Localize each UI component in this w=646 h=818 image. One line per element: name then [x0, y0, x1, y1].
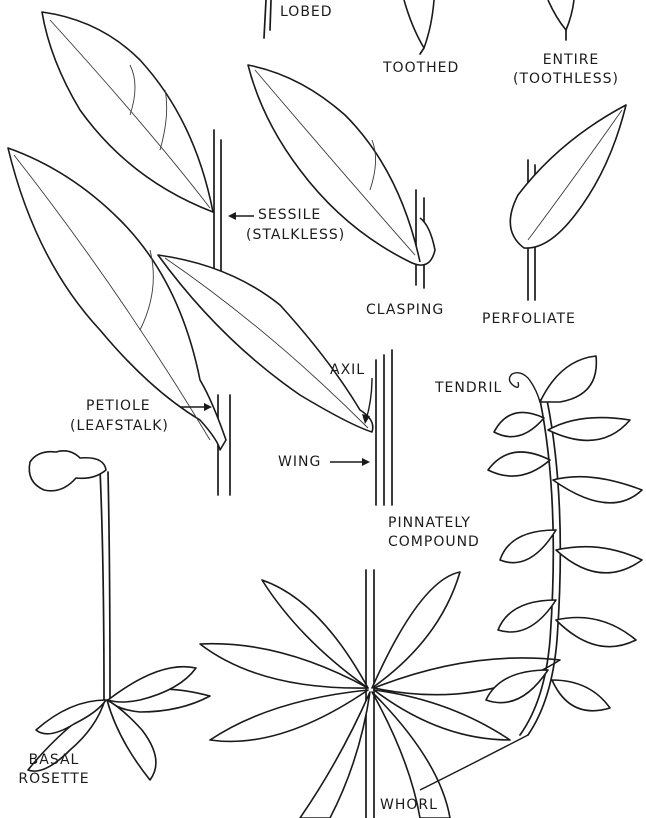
label-petiole: PETIOLE [86, 398, 151, 415]
label-wing: WING [278, 454, 321, 471]
label-toothless: (TOOTHLESS) [506, 71, 626, 88]
label-leafstalk: (LEAFSTALK) [70, 418, 169, 435]
label-clasping: CLASPING [366, 302, 444, 319]
label-rosette: ROSETTE [8, 771, 100, 788]
lobed-leaf-drawing [264, 0, 271, 38]
label-basal: BASAL [8, 752, 100, 769]
label-lobed: LOBED [280, 4, 333, 21]
clasping-leaf-drawing [248, 65, 435, 288]
label-toothed: TOOTHED [383, 60, 459, 77]
perfoliate-leaf-drawing [510, 105, 626, 300]
label-stalkless: (STALKLESS) [246, 227, 345, 244]
label-tendril: TENDRIL [435, 380, 502, 397]
label-perfoliate: PERFOLIATE [482, 311, 576, 328]
basal-rosette-drawing [28, 451, 210, 780]
label-compound: COMPOUND [388, 534, 480, 551]
toothed-leaf-drawing [404, 0, 434, 54]
entire-leaf-drawing [548, 0, 574, 40]
label-entire: ENTIRE [516, 52, 626, 69]
label-sessile: SESSILE [258, 207, 321, 224]
label-axil: AXIL [330, 362, 365, 379]
label-whorl: WHORL [380, 797, 438, 814]
label-pinnately: PINNATELY [388, 515, 471, 532]
